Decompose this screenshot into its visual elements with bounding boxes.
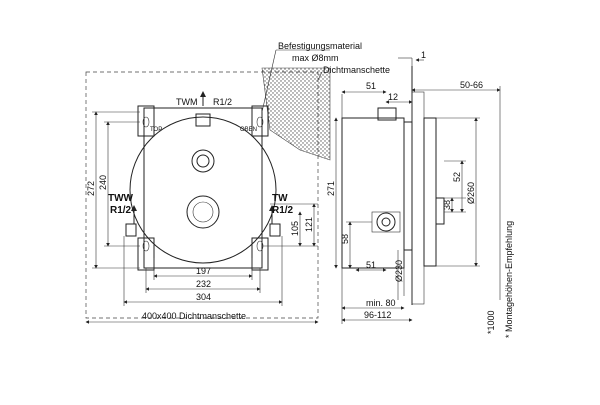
slot-hole (256, 116, 264, 128)
dim-min80: min. 80 (366, 298, 396, 308)
mounting-material-label: Befestigungsmaterial (278, 41, 362, 51)
handle-stub (435, 197, 445, 225)
cover-plate (423, 117, 437, 267)
lug-bottom-right (251, 237, 269, 271)
dim-121: 121 (304, 217, 314, 232)
dim-51-top: 51 (366, 81, 376, 91)
leader-mounting (261, 49, 277, 113)
tw-label: TW (272, 193, 288, 204)
side-view: 1 51 12 50-66 271 52 38 Ø260 58 51 (326, 50, 514, 338)
dim-304: 304 (196, 292, 211, 302)
mounting-height-note: * Montagehöhen-Empfehlung (504, 221, 514, 338)
lug-top-left (137, 105, 155, 137)
side-inlet-block (371, 211, 401, 233)
seal-collar-400-label: 400x400 Dichtmanschette (142, 311, 246, 321)
seal-collar-label: Dichtmanschette (323, 65, 390, 75)
body-circle (129, 116, 277, 264)
dim-230: Ø230 (394, 260, 404, 282)
housing-flange (403, 121, 413, 251)
dim-50-66: 50-66 (460, 80, 483, 90)
dim-12: 12 (388, 92, 398, 102)
tww-label: TWW (108, 193, 134, 204)
dim-260: Ø260 (466, 182, 476, 204)
diverter-ring (191, 149, 215, 173)
side-inlet-ring (376, 212, 396, 232)
left-pipe (125, 223, 137, 237)
lug-top-right (251, 105, 269, 137)
dim-232: 232 (196, 279, 211, 289)
housing-top-inlet (377, 107, 397, 121)
dim-38: 38 (442, 200, 452, 210)
dim-96-112: 96-112 (364, 310, 391, 320)
dim-105: 105 (290, 221, 300, 236)
dim-58: 58 (340, 234, 350, 244)
lug-bottom-left (137, 237, 155, 271)
diverter-core (196, 154, 210, 168)
dim-51-bottom: 51 (366, 260, 376, 270)
max-diameter-label: max Ø8mm (292, 53, 339, 63)
dim-1: 1 (421, 50, 426, 60)
wall-hatch (261, 67, 331, 161)
dim-197: 197 (196, 266, 211, 276)
twm-label: TWM (176, 97, 198, 107)
right-pipe (269, 223, 281, 237)
leader-collar (317, 71, 323, 81)
tww-thread: R1/2 (110, 205, 132, 216)
slot-hole (142, 116, 150, 128)
cartridge-ring (186, 195, 220, 229)
mounting-plate (143, 107, 263, 269)
side-inlet-core (381, 217, 391, 227)
cartridge-core (192, 201, 214, 223)
twm-thread: R1/2 (213, 97, 232, 107)
dim-52: 52 (452, 172, 462, 182)
top-mark-left: TOP (150, 127, 162, 133)
mounting-height-value: *1000 (486, 310, 496, 334)
housing-body (341, 117, 405, 269)
front-view: TOP OBEN TWM R1/2 TWW R1/2 TW R1/2 Befes… (85, 41, 390, 324)
tw-thread: R1/2 (272, 205, 294, 216)
dim-271: 271 (326, 181, 336, 196)
dim-272: 272 (86, 181, 96, 196)
top-mark-right: OBEN (240, 127, 257, 133)
top-inlet (195, 113, 211, 127)
slot-hole (142, 240, 150, 252)
dim-240: 240 (98, 175, 108, 190)
seal-collar-outline (85, 71, 319, 319)
wall-tile (411, 91, 425, 305)
